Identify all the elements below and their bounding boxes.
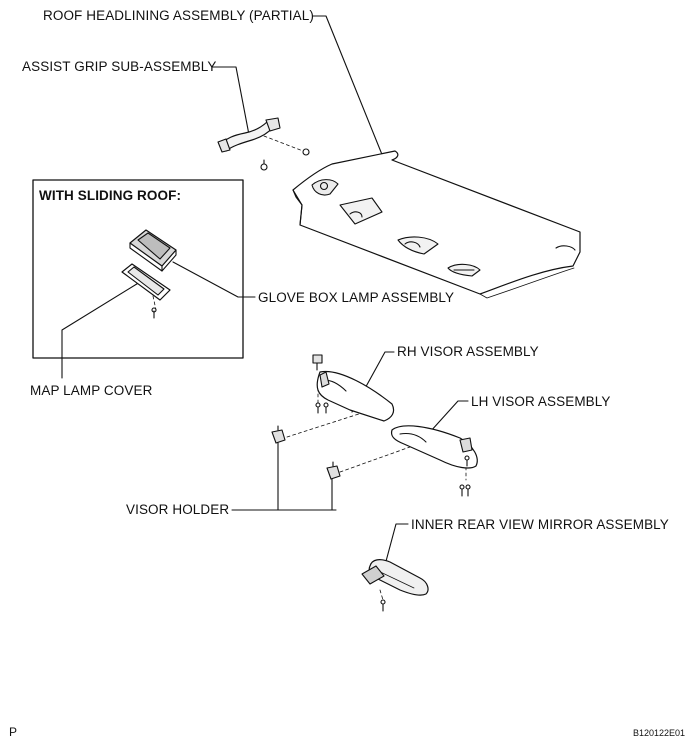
inner-mirror-part <box>361 559 429 612</box>
label-sliding-roof-box-title: WITH SLIDING ROOF: <box>39 188 182 203</box>
label-assist-grip: ASSIST GRIP SUB-ASSEMBLY <box>22 59 217 74</box>
page-mark: P <box>9 725 18 739</box>
label-rh-visor: RH VISOR ASSEMBLY <box>397 344 539 359</box>
figure-code: B120122E01 <box>633 728 686 738</box>
leader-assist-grip <box>211 66 251 141</box>
visor-holder-parts <box>271 425 341 480</box>
roof-headlining-part <box>292 150 581 299</box>
label-inner-mirror: INNER REAR VIEW MIRROR ASSEMBLY <box>411 517 669 532</box>
sliding-roof-inset <box>32 179 244 359</box>
leader-map-lamp-cover <box>61 281 141 379</box>
label-lh-visor: LH VISOR ASSEMBLY <box>471 394 611 409</box>
assist-grip-part <box>217 117 310 171</box>
lh-visor-part <box>390 425 478 497</box>
leader-glove-box-lamp <box>172 261 256 298</box>
leader-lh-visor <box>429 400 469 433</box>
label-visor-holder: VISOR HOLDER <box>126 502 230 517</box>
label-glove-box-lamp: GLOVE BOX LAMP ASSEMBLY <box>258 290 455 305</box>
rh-visor-part <box>312 354 395 422</box>
leader-roof-headlining <box>312 15 384 158</box>
label-roof-headlining: ROOF HEADLINING ASSEMBLY (PARTIAL) <box>43 8 314 23</box>
sliding-roof-box-frame <box>32 179 244 359</box>
leader-inner-mirror <box>384 523 409 566</box>
leader-lines <box>61 15 469 566</box>
label-map-lamp-cover: MAP LAMP COVER <box>30 383 153 398</box>
